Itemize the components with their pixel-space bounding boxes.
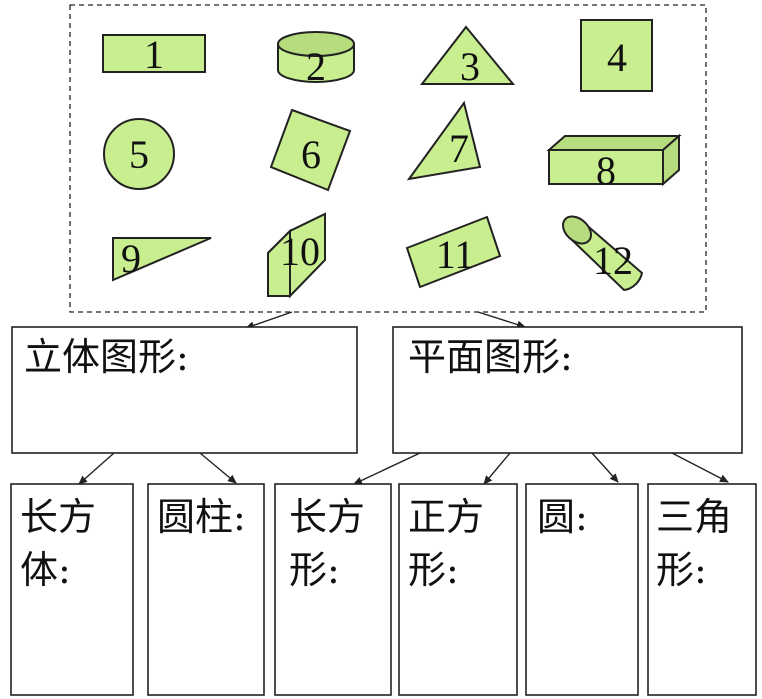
shape-4-label: 4 <box>607 35 627 80</box>
shape-9-label: 9 <box>121 236 141 281</box>
sub-cuboid-box: 长方 体: <box>10 483 134 696</box>
category-solid-box: 立体图形: <box>11 326 358 454</box>
shape-3-label: 3 <box>460 44 480 89</box>
arrow-to-circle <box>591 452 619 483</box>
shape-1-label: 1 <box>144 32 164 77</box>
shape-11-rectangle: 11 <box>405 215 502 289</box>
arrow-to-solid <box>245 311 293 330</box>
category-solid-label: 立体图形: <box>24 335 189 379</box>
arrow-to-cylinder <box>199 452 237 484</box>
shape-10-label: 10 <box>280 229 320 274</box>
shape-6-square: 6 <box>269 108 352 192</box>
sub-circle-line-1: 圆: <box>537 495 588 539</box>
shape-12-cylinder: 12 <box>562 215 644 292</box>
arrow-to-square <box>483 452 511 485</box>
sub-triangle-box: 三角 形: <box>647 483 757 696</box>
shape-8-cuboid: 8 <box>546 133 682 193</box>
category-plane-box: 平面图形: <box>392 326 743 454</box>
shape-7-triangle: 7 <box>406 100 482 181</box>
shapes-container <box>69 4 707 313</box>
sub-rectangle-line-1: 长方 <box>289 495 365 539</box>
sub-cuboid-line-2: 体: <box>20 548 71 592</box>
sub-square-line-2: 形: <box>408 548 459 592</box>
arrow-to-rectangle <box>353 452 421 485</box>
shape-9-triangle: 9 <box>112 236 212 282</box>
sub-square-box: 正方 形: <box>398 483 518 696</box>
sub-cylinder-line-1: 圆柱: <box>157 495 246 539</box>
category-plane-label: 平面图形: <box>408 335 573 379</box>
shape-7-label: 7 <box>449 126 469 171</box>
sub-triangle-line-1: 三角 <box>656 495 732 539</box>
shape-6-label: 6 <box>301 132 321 177</box>
sub-rectangle-line-2: 形: <box>289 548 340 592</box>
shape-2-cylinder: 2 <box>277 31 355 89</box>
shape-3-triangle: 3 <box>419 25 516 89</box>
shape-11-label: 11 <box>436 232 475 277</box>
arrow-to-plane <box>477 311 526 329</box>
arrow-to-cuboid <box>78 452 115 485</box>
sub-circle-box: 圆: <box>525 483 639 696</box>
sub-rectangle-box: 长方 形: <box>274 483 392 696</box>
shape-5-label: 5 <box>129 132 149 177</box>
sub-square-line-1: 正方 <box>408 495 484 539</box>
shape-12-label: 12 <box>593 238 633 283</box>
sub-cuboid-line-1: 长方 <box>20 495 96 539</box>
sub-triangle-line-2: 形: <box>656 548 707 592</box>
shape-2-label: 2 <box>306 44 326 89</box>
arrow-to-triangle <box>671 452 729 483</box>
shape-4-square: 4 <box>580 19 653 92</box>
sub-cylinder-box: 圆柱: <box>147 483 265 696</box>
shape-1-rectangle: 1 <box>102 32 206 77</box>
shape-8-label: 8 <box>596 148 616 193</box>
shape-10-cuboid: 10 <box>267 212 326 299</box>
shape-5-circle: 5 <box>103 118 175 190</box>
